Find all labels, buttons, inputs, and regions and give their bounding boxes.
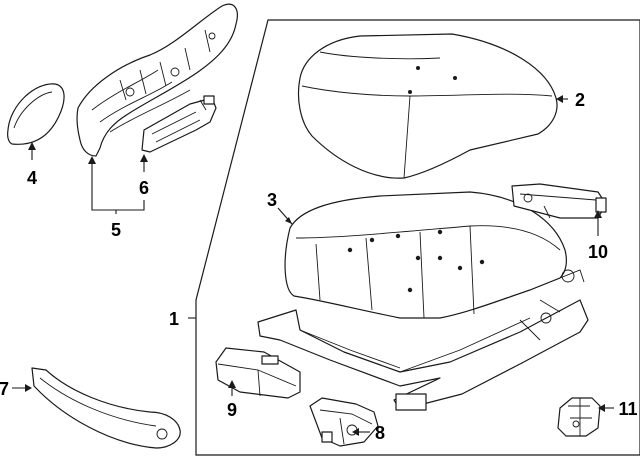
callout-8: 8 [375,423,385,443]
callout-11: 11 [618,399,637,419]
callout-1: 1 [169,309,179,329]
callout-5: 5 [111,220,121,240]
callout-10: 10 [588,242,608,262]
part-8-actuator[interactable] [309,397,379,447]
callout-9: 9 [227,400,237,420]
part-9-control-module[interactable] [215,347,301,399]
part-11-bracket[interactable] [557,397,601,437]
callout-4: 4 [27,168,37,188]
part-1-seat-track[interactable] [257,269,589,411]
assembly-frame [195,19,640,456]
part-5-side-shield[interactable] [76,3,238,157]
part-4-cover-cap[interactable] [7,83,65,145]
part-3-cushion-frame[interactable] [284,191,567,319]
callout-7: 7 [0,379,9,399]
part-2-cushion-pad[interactable] [297,33,558,179]
leader-lines [12,95,614,436]
callout-6: 6 [139,178,149,198]
part-10-motor[interactable] [511,183,607,219]
part-6-switch-bracket[interactable] [141,95,217,153]
callout-3: 3 [267,190,277,210]
callout-2: 2 [575,90,585,110]
part-7-trim-strip[interactable] [31,367,181,449]
